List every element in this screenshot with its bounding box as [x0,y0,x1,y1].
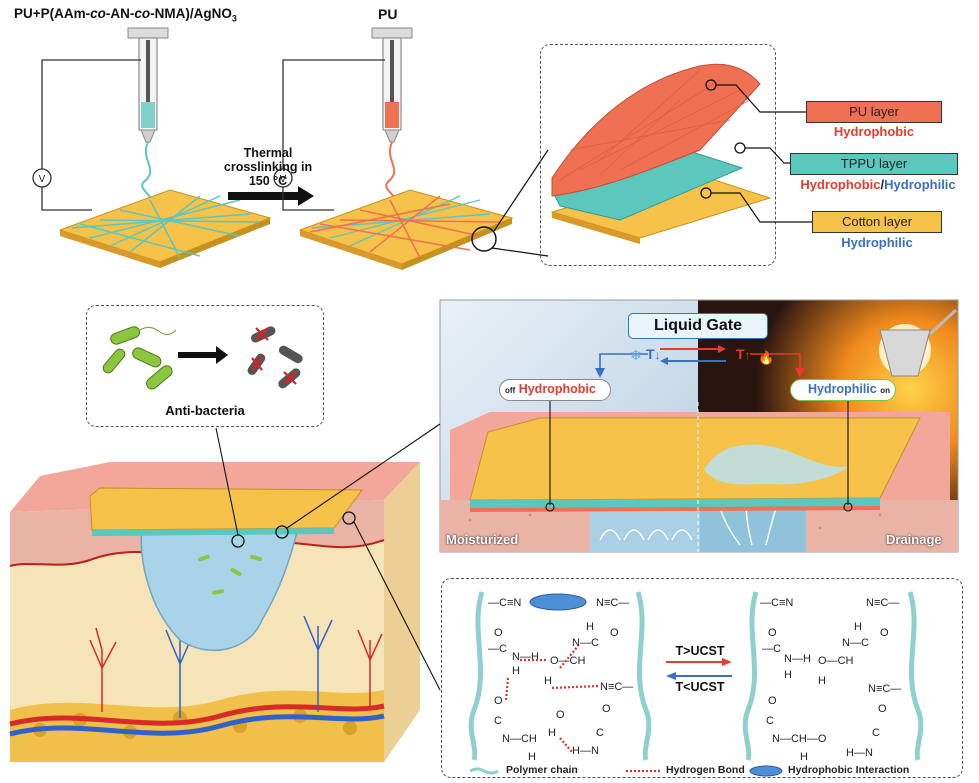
legend-polymer-chain: Polymer chain [506,764,578,776]
svg-text:O: O [768,695,777,707]
svg-text:H: H [512,665,520,677]
wavy-line-icon [469,767,499,775]
fiber-mat-right [298,189,514,270]
temp-up-label: T↑ [736,346,751,362]
legend-hydrophobic-interaction: Hydrophobic Interaction [788,764,910,776]
svg-text:N—H: N—H [512,651,539,663]
voltmeter-left-icon [32,168,52,188]
syringe-right-icon [371,27,413,143]
state-hydrophobic-pill: off Hydrophobic [499,379,611,401]
svg-text:O: O [556,709,565,721]
moisturized-label: Moisturized [446,532,519,547]
svg-text:N≡C—: N≡C— [866,597,899,609]
process-arrow-label: Thermal crosslinking in 150 °C [223,146,313,188]
svg-text:N—CH: N—CH [502,733,537,745]
svg-text:N—C: N—C [572,637,599,649]
svg-text:N≡C—: N≡C— [600,681,633,693]
drainage-label: Drainage [886,532,942,547]
cotton-layer-label: Cotton layer [812,211,942,233]
bacteria-alive-icon [102,326,177,390]
svg-text:O: O [878,703,887,715]
svg-text:H—N: H—N [846,747,873,759]
svg-text:O: O [494,695,503,707]
right-title: PU [378,6,398,22]
flame-icon: 🔥 [758,350,774,366]
antibacteria-label: Anti-bacteria [165,403,245,418]
svg-text:V: V [39,174,46,185]
svg-text:H: H [544,675,552,687]
tppu-layer-property: Hydrophobic/Hydrophilic [800,177,956,192]
svg-text:H: H [800,751,808,763]
svg-text:N—CH—O: N—CH—O [772,733,827,745]
syringe-left-icon [127,27,169,143]
bacteria-dead-icon [247,326,303,389]
left-title: PU+P(AAm-co-AN-co-NMA)/AgNO3 [14,6,237,24]
svg-text:—C: —C [488,643,507,655]
heat-lamp-icon [879,308,958,377]
cotton-layer-property: Hydrophilic [841,235,913,250]
legend-hydrogen-bond: Hydrogen Bond [666,764,745,776]
svg-text:V: V [280,174,287,185]
ucst-above-label: T>UCST [675,644,725,658]
svg-text:H—N: H—N [572,745,599,757]
antibacteria-arrow-icon [178,346,228,364]
svg-text:H: H [818,675,826,687]
svg-text:H: H [854,621,862,633]
svg-text:O—CH: O—CH [818,655,854,667]
svg-text:—C≡N: —C≡N [760,597,793,609]
chemistry-box [441,578,963,778]
state-hydrophilic-pill: Hydrophilic on [790,379,896,401]
snowflake-icon: ❄ [630,348,642,364]
liquid-gate-title: Liquid Gate [628,313,768,339]
svg-text:O: O [494,627,503,639]
svg-text:O: O [602,703,611,715]
svg-text:H: H [784,669,792,681]
pu-layer-label: PU layer [806,101,942,123]
svg-text:O: O [610,627,619,639]
ellipse-icon [749,765,783,777]
svg-text:—C≡N: —C≡N [488,597,521,609]
svg-text:N≡C—: N≡C— [868,683,901,695]
tppu-layer-label: TPPU layer [790,153,958,175]
svg-text:H: H [586,621,594,633]
process-arrow-icon [228,186,314,206]
svg-text:O: O [768,627,777,639]
pu-layer-property: Hydrophobic [833,124,915,139]
svg-text:N≡C—: N≡C— [596,597,629,609]
svg-text:H: H [528,751,536,763]
heating-arrow-icon [722,658,732,666]
svg-text:C: C [872,727,880,739]
antibacteria-box [86,305,324,427]
voltmeter-right-icon [273,168,293,188]
svg-text:—C: —C [762,643,781,655]
svg-text:C: C [766,715,774,727]
svg-text:O—CH: O—CH [550,655,586,667]
svg-text:N—H: N—H [784,653,811,665]
ucst-below-label: T<UCST [675,680,725,694]
svg-text:C: C [596,727,604,739]
svg-text:C: C [494,715,502,727]
svg-text:O: O [880,627,889,639]
svg-text:H: H [548,727,556,739]
fiber-mat-left [58,189,272,268]
layer-detail-box [540,44,776,266]
cooling-arrow-icon [666,672,676,680]
temp-down-label: T↓ [646,346,661,362]
svg-text:N—C: N—C [842,637,869,649]
